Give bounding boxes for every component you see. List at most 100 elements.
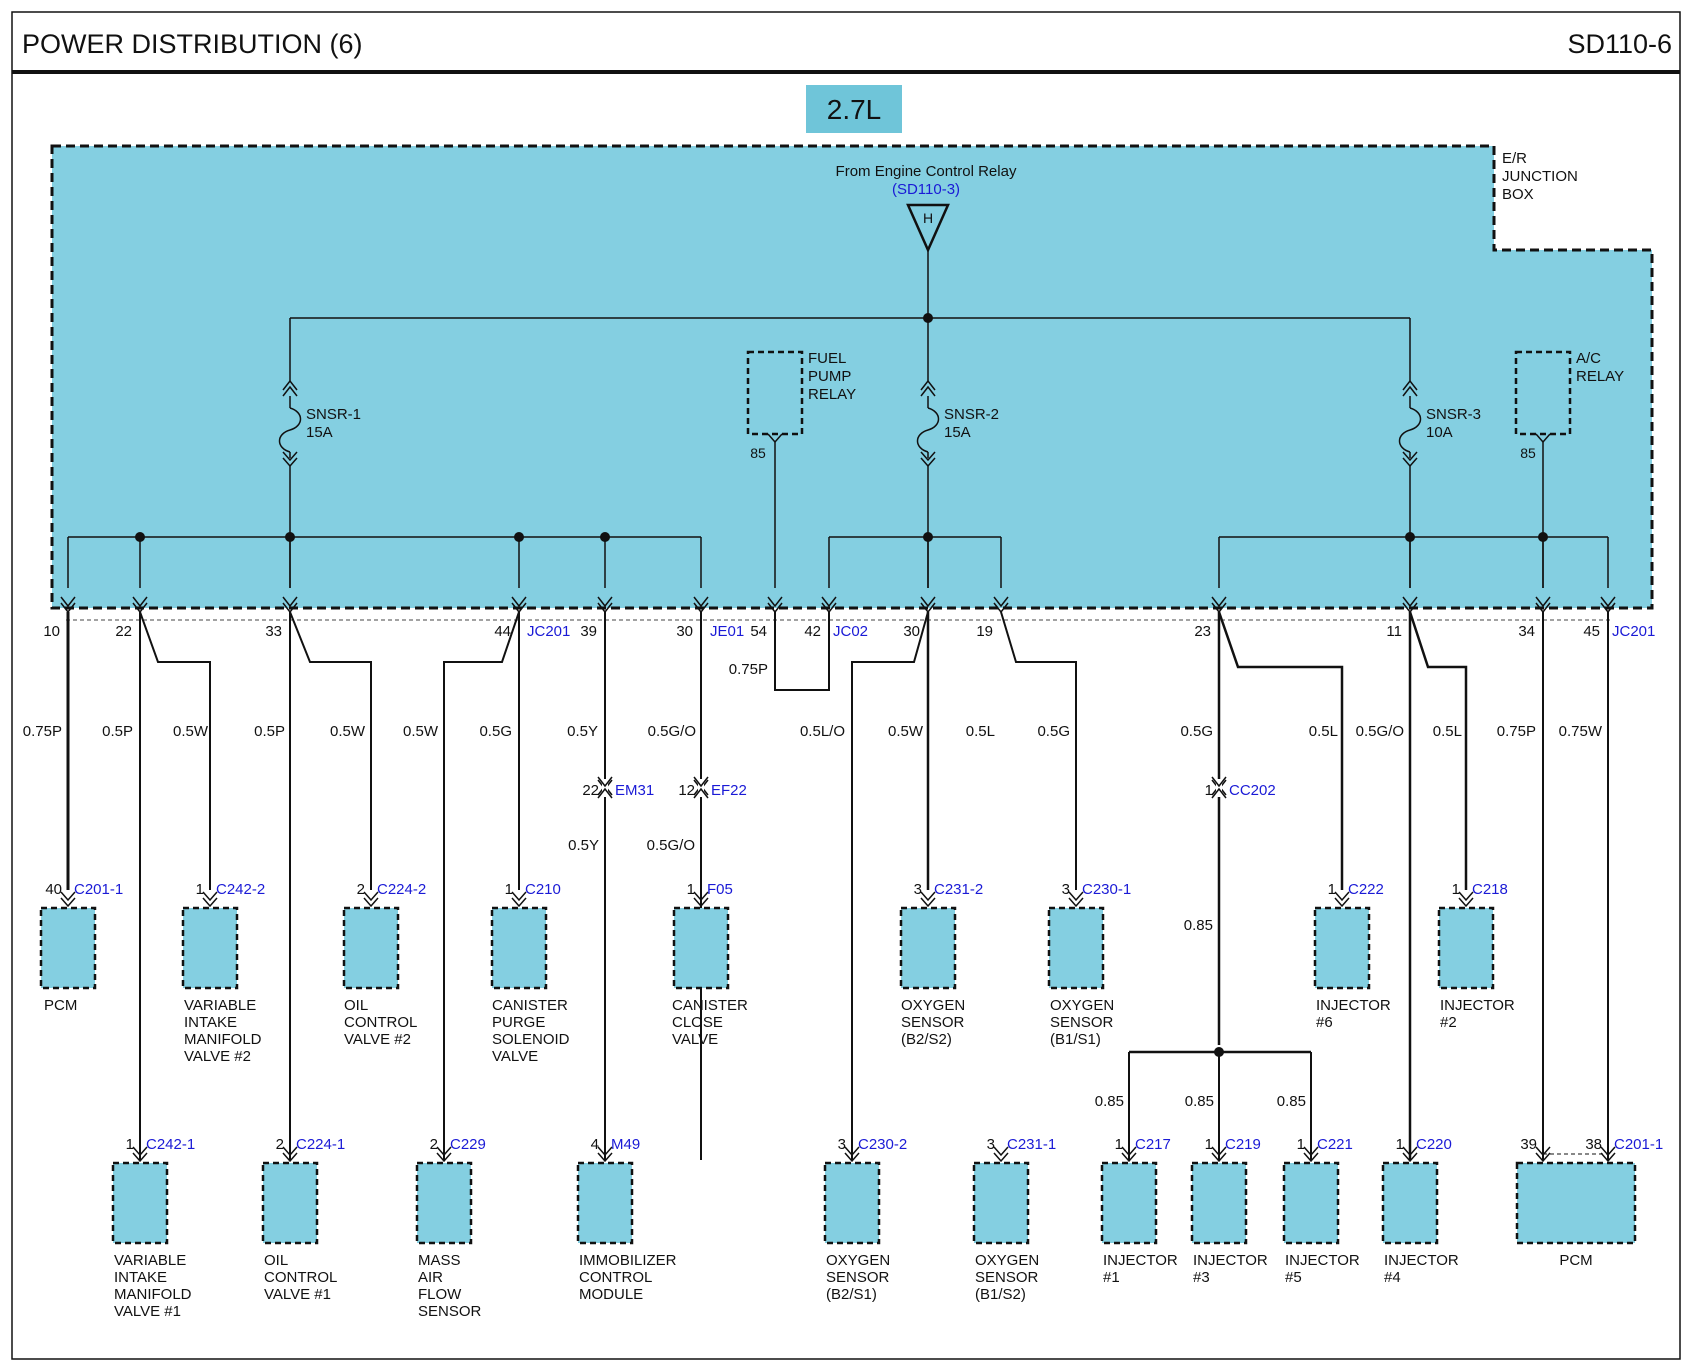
- source-ref: (SD110-3): [892, 181, 960, 198]
- wire-label: 0.5G/O: [647, 837, 695, 854]
- box-pin-number: 10: [43, 623, 60, 640]
- source-terminal: H: [923, 210, 933, 226]
- load-connector: C222: [1348, 881, 1384, 898]
- wire-label: 0.5G/O: [1356, 723, 1404, 740]
- load-pin: 3: [987, 1136, 995, 1153]
- load-connector: C224-2: [377, 881, 426, 898]
- load-connector: C229: [450, 1136, 486, 1153]
- load-connector: F05: [707, 881, 733, 898]
- fuel-pump-relay: [746, 350, 804, 436]
- source-terminal-icon: [906, 203, 950, 254]
- wire-label: 0.5G: [1037, 723, 1070, 740]
- load-box: [1313, 906, 1371, 990]
- load-label: INJECTOR#5: [1285, 1252, 1360, 1286]
- load-pin: 4: [591, 1136, 599, 1153]
- load-box: [415, 1161, 473, 1245]
- inline-connector: 12 EF22 0.5G/O: [647, 776, 747, 854]
- box-pin-number: 44: [494, 623, 511, 640]
- ac-relay: [1514, 350, 1572, 436]
- load-box: [1381, 1161, 1439, 1245]
- box-pin-number: 45: [1583, 623, 1600, 640]
- load-label: INJECTOR#6: [1316, 997, 1391, 1031]
- load-connector: C201-1: [74, 881, 123, 898]
- box-pin-number: 39: [580, 623, 597, 640]
- load-connector: C217: [1135, 1136, 1171, 1153]
- engine-badge-box: [806, 85, 902, 133]
- box-pin: 34: [1518, 596, 1551, 640]
- load-box: [899, 906, 957, 990]
- fuse-name: SNSR-3: [1426, 406, 1481, 423]
- inline-pin: 12: [678, 782, 695, 799]
- wire-label: 0.5L: [1309, 723, 1338, 740]
- load-pin: 1: [1396, 1136, 1404, 1153]
- load-pin: 3: [1062, 881, 1070, 898]
- wire-label: 0.85: [1184, 917, 1213, 934]
- fuse-name: SNSR-1: [306, 406, 361, 423]
- page-frame: [11, 11, 1681, 1360]
- fuse-rating: 15A: [306, 424, 333, 441]
- box-pin-number: 22: [115, 623, 132, 640]
- load-connector: C224-1: [296, 1136, 345, 1153]
- load-box: [672, 906, 730, 990]
- load-pin: 1: [1297, 1136, 1305, 1153]
- box-pin-number: 33: [265, 623, 282, 640]
- fuel-pump-relay-pin: 85: [750, 445, 766, 461]
- wire-label: 0.5L: [1433, 723, 1462, 740]
- load-label: INJECTOR#1: [1103, 1252, 1178, 1286]
- box-pin-number: 34: [1518, 623, 1535, 640]
- load-pin: 39: [1520, 1136, 1537, 1153]
- box-pin: 30: [903, 596, 936, 640]
- ac-relay-pin: 85: [1520, 445, 1536, 461]
- box-connector: JE01: [710, 623, 744, 640]
- splice-wire-label: 0.85: [1277, 1093, 1306, 1110]
- load-connector: C242-1: [146, 1136, 195, 1153]
- load-pin: 1: [505, 881, 513, 898]
- source-label: From Engine Control Relay: [836, 163, 1017, 180]
- inline-connector-name: EF22: [711, 782, 747, 799]
- load-box: [111, 1161, 169, 1245]
- wire-label: 0.5P: [102, 723, 133, 740]
- wire-label: 0.5W: [403, 723, 439, 740]
- load-box: [490, 906, 548, 990]
- box-connector: JC201: [527, 623, 570, 640]
- load-connector: C220: [1416, 1136, 1452, 1153]
- load-pin: 1: [1328, 881, 1336, 898]
- load-pin: 2: [430, 1136, 438, 1153]
- load-box: [576, 1161, 634, 1245]
- inline-connector-name: CC202: [1229, 782, 1276, 799]
- load-connector: C219: [1225, 1136, 1261, 1153]
- load-box: [1437, 906, 1495, 990]
- splice-wire-label: 0.85: [1185, 1093, 1214, 1110]
- inline-pin: 22: [582, 782, 599, 799]
- page-code: SD110-6: [1567, 29, 1672, 59]
- load-box: [342, 906, 400, 990]
- splice-wire-label: 0.85: [1095, 1093, 1124, 1110]
- fuse-name: SNSR-2: [944, 406, 999, 423]
- box-connector: JC201: [1612, 623, 1655, 640]
- load-box: [1515, 1161, 1637, 1245]
- load-connector: C231-1: [1007, 1136, 1056, 1153]
- load-box: [261, 1161, 319, 1245]
